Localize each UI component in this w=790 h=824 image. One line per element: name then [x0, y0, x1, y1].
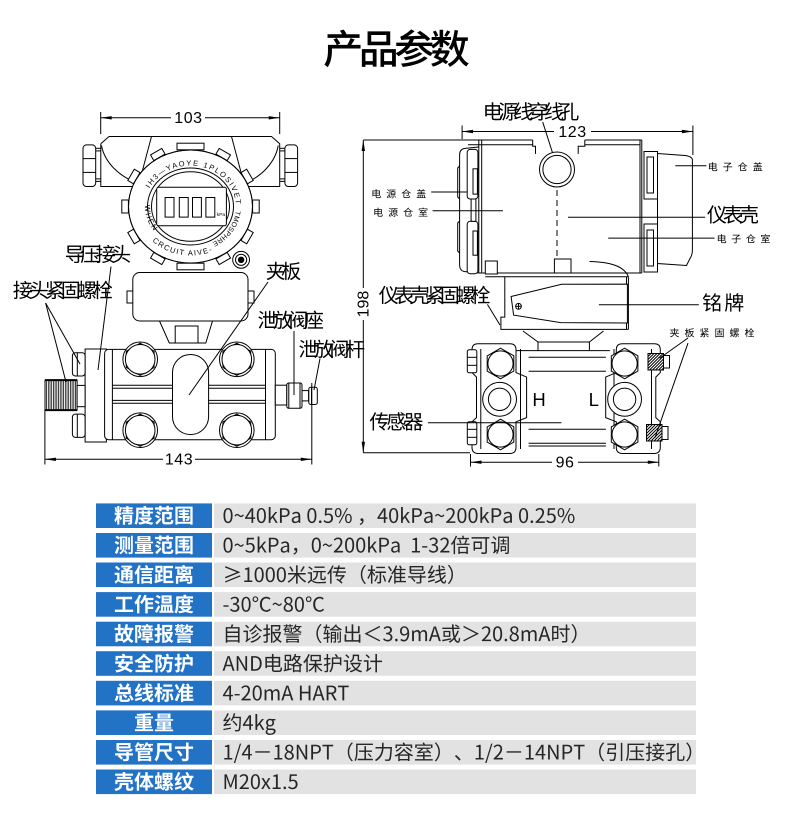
svg-text:96: 96 — [556, 455, 575, 472]
svg-text:103: 103 — [174, 110, 202, 127]
svg-text:H: H — [532, 389, 545, 410]
svg-text:123: 123 — [558, 124, 586, 141]
svg-text:143: 143 — [165, 452, 193, 469]
svg-text:kPa: kPa — [217, 212, 226, 218]
svg-text:L: L — [589, 389, 599, 410]
svg-text:198: 198 — [355, 291, 372, 318]
